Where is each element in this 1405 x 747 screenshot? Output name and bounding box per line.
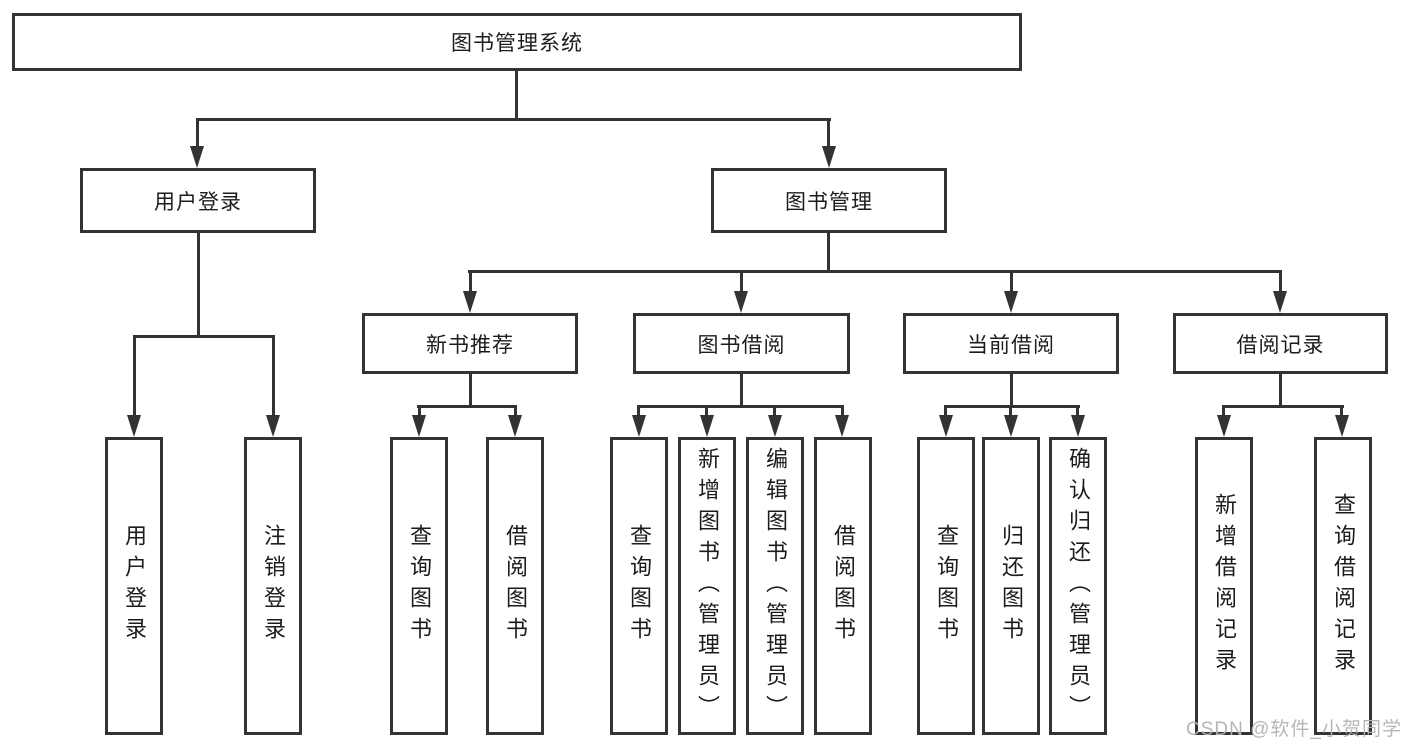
arrow-down-icon [463, 291, 477, 313]
leaf-label: 注销登录 [261, 524, 286, 648]
node-book-borrowing: 图书借阅 [633, 313, 850, 374]
arrow-down-icon [508, 415, 522, 437]
node-current-borrowing: 当前借阅 [903, 313, 1119, 374]
connector-line [196, 118, 831, 121]
connector-line [1010, 374, 1013, 407]
connector-line [1279, 270, 1282, 291]
connector-line [469, 374, 472, 407]
connector-line [773, 405, 776, 415]
connector-line [197, 233, 200, 337]
node-borrowing-records: 借阅记录 [1173, 313, 1388, 374]
connector-line [1076, 405, 1079, 415]
arrow-down-icon [734, 291, 748, 313]
leaf-label: 查询借阅记录 [1331, 493, 1356, 679]
leaf-label: 归还图书 [999, 524, 1024, 648]
arrow-down-icon [1004, 291, 1018, 313]
leaf-query-books-borrow: 查询图书 [610, 437, 668, 735]
node-new-book-recommendation: 新书推荐 [362, 313, 578, 374]
arrow-down-icon [939, 415, 953, 437]
watermark: CSDN @软件_小贺同学 [1186, 719, 1402, 740]
connector-line [740, 374, 743, 407]
connector-line [841, 405, 844, 415]
connector-line [1010, 270, 1013, 291]
connector-line [827, 233, 830, 272]
connector-line [514, 405, 517, 415]
connector-line [418, 405, 421, 415]
connector-line [468, 270, 1282, 273]
connector-line [1222, 405, 1344, 408]
leaf-query-borrow-record: 查询借阅记录 [1314, 437, 1372, 735]
connector-line [133, 335, 275, 338]
connector-line [469, 270, 472, 291]
arrow-down-icon [632, 415, 646, 437]
arrow-down-icon [768, 415, 782, 437]
node-label: 图书管理系统 [451, 32, 583, 55]
leaf-label: 新增借阅记录 [1212, 493, 1237, 679]
node-label: 新书推荐 [426, 333, 514, 357]
connector-line [1340, 405, 1343, 415]
leaf-label: 借阅图书 [503, 524, 528, 648]
leaf-query-books-recommend: 查询图书 [390, 437, 448, 735]
connector-line [705, 405, 708, 415]
connector-line [827, 118, 830, 146]
arrow-down-icon [1217, 415, 1231, 437]
connector-line [944, 405, 1080, 408]
leaf-add-borrow-record: 新增借阅记录 [1195, 437, 1253, 735]
connector-line [637, 405, 640, 415]
leaf-label: 借阅图书 [831, 524, 856, 648]
connector-line [1279, 374, 1282, 407]
arrow-down-icon [1335, 415, 1349, 437]
leaf-label: 查询图书 [934, 524, 959, 648]
leaf-label: 查询图书 [627, 524, 652, 648]
connector-line [1222, 405, 1225, 415]
leaf-label: 新增图书（管理员） [695, 446, 720, 726]
connector-line [637, 405, 844, 408]
arrow-down-icon [835, 415, 849, 437]
connector-line [133, 335, 136, 415]
leaf-label: 确认归还（管理员） [1066, 446, 1091, 726]
leaf-borrow-books-recommend: 借阅图书 [486, 437, 544, 735]
leaf-edit-books-admin: 编辑图书（管理员） [746, 437, 804, 735]
leaf-label: 查询图书 [407, 524, 432, 648]
leaf-logout: 注销登录 [244, 437, 302, 735]
arrow-down-icon [412, 415, 426, 437]
connector-line [740, 270, 743, 291]
node-label: 图书管理 [785, 190, 873, 214]
leaf-label: 用户登录 [122, 524, 147, 648]
connector-line [196, 118, 199, 146]
node-label: 借阅记录 [1236, 333, 1325, 357]
leaf-add-books-admin: 新增图书（管理员） [678, 437, 736, 735]
arrow-down-icon [822, 146, 836, 168]
connector-line [1009, 405, 1012, 415]
node-book-management: 图书管理 [711, 168, 947, 233]
arrow-down-icon [1071, 415, 1085, 437]
arrow-down-icon [1004, 415, 1018, 437]
leaf-label: 编辑图书（管理员） [763, 446, 788, 726]
leaf-confirm-return-admin: 确认归还（管理员） [1049, 437, 1107, 735]
node-label: 图书借阅 [697, 333, 786, 357]
connector-line [515, 70, 518, 120]
leaf-user-login: 用户登录 [105, 437, 163, 735]
node-label: 当前借阅 [967, 333, 1055, 357]
leaf-borrow-books: 借阅图书 [814, 437, 872, 735]
arrow-down-icon [190, 146, 204, 168]
arrow-down-icon [127, 415, 141, 437]
arrow-down-icon [266, 415, 280, 437]
node-library-management-system: 图书管理系统 [12, 13, 1022, 71]
arrow-down-icon [1273, 291, 1287, 313]
connector-line [417, 405, 517, 408]
arrow-down-icon [700, 415, 714, 437]
leaf-return-books: 归还图书 [982, 437, 1040, 735]
connector-line [944, 405, 947, 415]
connector-line [272, 335, 275, 415]
node-label: 用户登录 [154, 190, 242, 214]
node-user-login: 用户登录 [80, 168, 316, 233]
leaf-query-books-current: 查询图书 [917, 437, 975, 735]
